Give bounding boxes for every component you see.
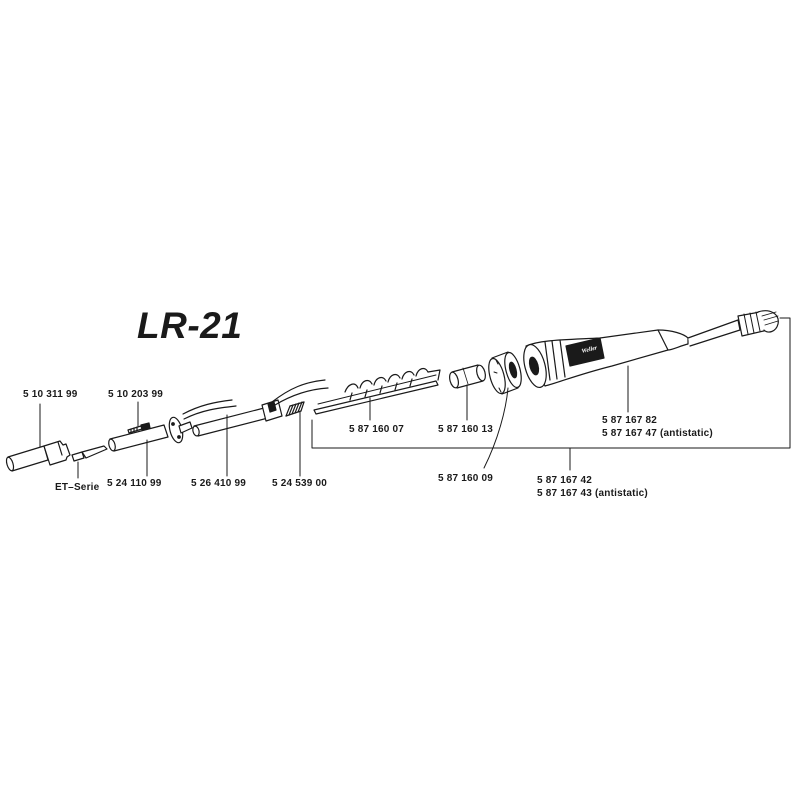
tip-holder-part bbox=[108, 416, 193, 452]
brand-mark: Weller bbox=[581, 345, 599, 355]
part-number-spring: 5 24 539 00 bbox=[272, 478, 328, 489]
model-title: LR-21 bbox=[137, 305, 243, 346]
heating-element-part bbox=[182, 379, 329, 437]
leader-lines bbox=[39, 317, 791, 479]
screw-part bbox=[127, 422, 151, 434]
part-number-assembly-antistatic: 5 87 167 43 (antistatic) bbox=[537, 488, 648, 499]
part-number-heating-element: 5 26 410 99 bbox=[191, 478, 247, 489]
part-number-sensor-clip: 5 87 160 07 bbox=[349, 424, 405, 435]
part-number-screw: 5 10 203 99 bbox=[108, 389, 164, 400]
part-number-handle-antistatic: 5 87 167 47 (antistatic) bbox=[602, 428, 713, 439]
part-number-assembly: 5 87 167 42 bbox=[537, 475, 593, 486]
spring-part bbox=[285, 401, 305, 417]
part-number-tip-holder: 5 24 110 99 bbox=[107, 478, 162, 489]
part-number-handle: 5 87 167 82 bbox=[602, 415, 658, 426]
handle-part bbox=[523, 310, 779, 389]
part-number-tip: 5 10 311 99 bbox=[23, 389, 78, 400]
part-number-nut: 5 87 160 09 bbox=[438, 473, 494, 484]
part-number-sleeve: 5 87 160 13 bbox=[438, 424, 494, 435]
sensor-clip-part bbox=[313, 367, 441, 415]
sleeve-part bbox=[449, 364, 486, 389]
et-series-tip-part bbox=[71, 445, 108, 462]
nut-part bbox=[488, 351, 522, 395]
soldering-tip-part bbox=[5, 440, 71, 472]
label-et-series: ET–Serie bbox=[55, 482, 100, 493]
